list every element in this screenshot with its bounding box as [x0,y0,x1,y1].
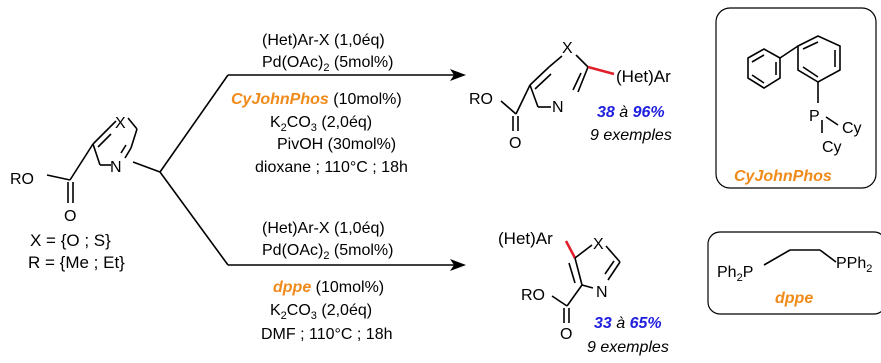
top-arrow-head [450,69,466,81]
bottom-product-group: (Het)Ar [498,229,553,248]
top-additive: PivOH (30mol%) [277,136,396,153]
bottom-arrow-head [450,259,466,271]
top-product-o: O [509,135,521,152]
top-examples: 9 exemples [590,127,672,144]
substrate-ester-o: O [64,208,76,225]
substrate-atom-x: X [115,115,126,132]
dppe-box: Ph2P PPh2 dppe [707,231,881,315]
substrate-r-definition: R = {Me ; Et} [28,253,125,272]
bottom-conditions: (Het)Ar-X (1,0éq) Pd(OAc)2 (5mol%) dppe … [261,220,393,343]
top-product-atom-n: N [552,99,564,116]
substrate-structure: X N RO O X = {O ; S} R = {Me ; Et} [10,115,161,272]
top-catalyst: Pd(OAc)2 (5mol%) [262,54,393,74]
dppe-pph2: PPh2 [836,255,872,275]
top-base: K2CO3 (2,0éq) [270,114,372,134]
substrate-x-definition: X = {O ; S} [30,231,111,250]
dppe-name: dppe [775,290,813,307]
cyjohnphos-frame [715,7,877,189]
dppe-ph2p: Ph2P [717,264,753,284]
top-product-structure: X N RO O (Het)Ar [469,40,671,152]
cyjohnphos-box: P Cy Cy CyJohnPhos [715,7,877,189]
bottom-conditions-line: DMF ; 110°C ; 18h [261,326,392,343]
top-yield: 38 à 96% [597,104,665,121]
bottom-ligand: dppe (10mol%) [273,279,384,296]
cyjohnphos-cy-2: Cy [822,139,842,156]
substrate-ester-ro: RO [10,171,34,188]
bottom-ligand-name: dppe [273,279,311,296]
top-product-atom-x: X [562,40,573,57]
phenyl-ring-left [747,48,781,89]
bottom-product-atom-x: X [593,236,604,253]
top-conditions: (Het)Ar-X (1,0éq) Pd(OAc)2 (5mol%) CyJoh… [231,32,408,176]
top-ligand-name: CyJohnPhos [231,91,329,108]
bottom-examples: 9 exemples [587,339,669,356]
bottom-product-atom-n: N [596,284,608,301]
substrate-atom-n: N [110,159,122,176]
cyjohnphos-atom-p: P [809,108,820,125]
cyjohnphos-name: CyJohnPhos [734,168,832,185]
top-product-group: (Het)Ar [616,67,671,86]
bottom-yield: 33 à 65% [594,315,662,332]
top-ligand: CyJohnPhos (10mol%) [231,91,402,108]
top-product-ro: RO [469,91,493,108]
bottom-catalyst: Pd(OAc)2 (5mol%) [262,242,393,262]
phenyl-ring-right [797,35,841,83]
bottom-base: K2CO3 (2,0éq) [270,302,372,322]
top-reagent: (Het)Ar-X (1,0éq) [262,32,385,49]
bottom-reagent: (Het)Ar-X (1,0éq) [262,220,385,237]
cyjohnphos-cy-1: Cy [842,120,862,137]
bottom-product-structure: (Het)Ar X N RO O [498,229,621,343]
bottom-product-o: O [560,326,572,343]
reaction-arrows [159,69,466,271]
top-conditions-line: dioxane ; 110°C ; 18h [255,159,408,176]
bottom-product-ro: RO [521,287,545,304]
dppe-frame [707,231,881,315]
